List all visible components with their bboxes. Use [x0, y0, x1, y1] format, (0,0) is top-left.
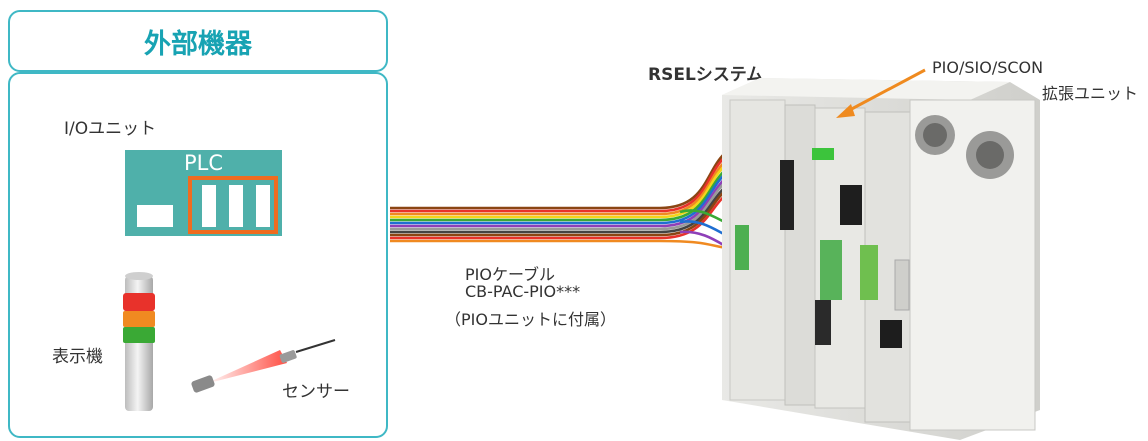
expansion-unit-label-line1: PIO/SIO/SCON	[932, 58, 1044, 77]
rsel-controller-icon	[722, 78, 1040, 440]
sensor-icon	[191, 339, 336, 393]
plc-io-slot	[226, 182, 246, 230]
io-unit-label: I/Oユニット	[64, 119, 157, 139]
plc-io-slot	[253, 182, 273, 230]
sensor-label: センサー	[282, 382, 350, 402]
signal-tower-icon	[123, 272, 155, 411]
cable-label-line3: （PIOユニットに付属）	[445, 310, 616, 329]
external-devices-title: 外部機器	[8, 10, 388, 72]
io-slot-highlight	[188, 176, 278, 234]
indicator-label: 表示機	[52, 347, 103, 367]
plc-io-slot	[199, 182, 219, 230]
cable-label-line1: PIOケーブル	[465, 265, 556, 284]
plc-display-block	[137, 205, 173, 227]
plc-label: PLC	[183, 151, 224, 175]
external-devices-panel	[8, 72, 388, 438]
rsel-system-label: RSELシステム	[648, 65, 764, 85]
cable-label-line2: CB-PAC-PIO***	[465, 282, 581, 301]
plc-unit: PLC	[125, 150, 282, 236]
expansion-unit-label-line2: 拡張ユニット	[1042, 84, 1139, 103]
expansion-unit-pointer-arrow	[836, 68, 926, 118]
